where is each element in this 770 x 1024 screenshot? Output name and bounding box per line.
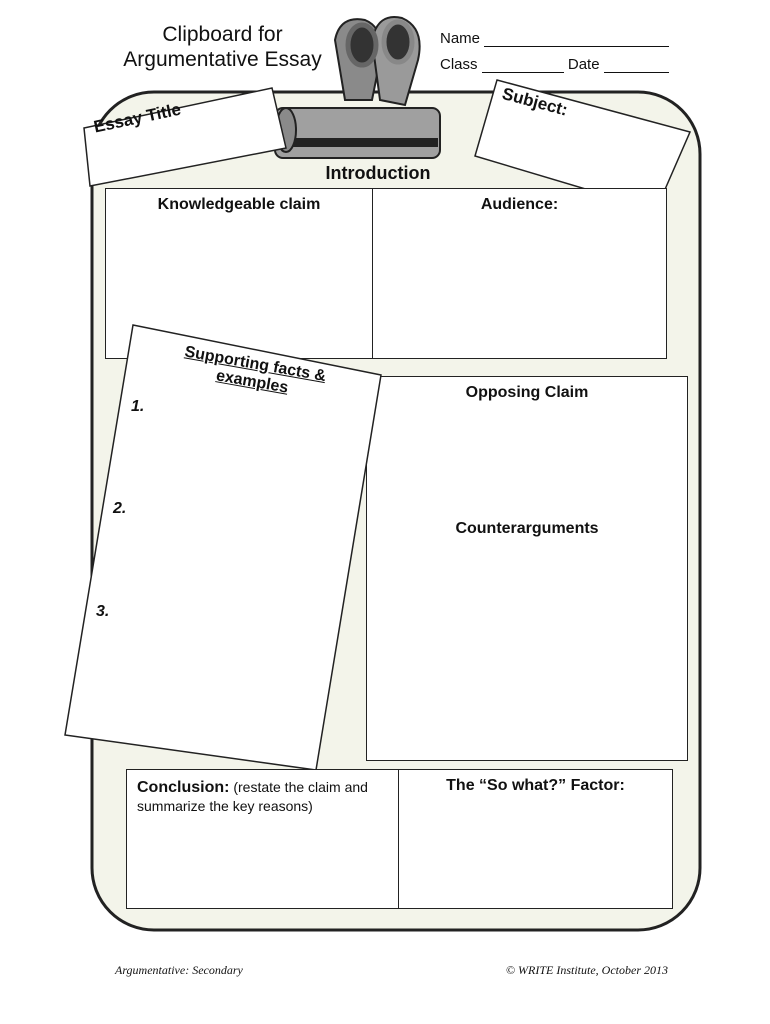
footer-left: Argumentative: Secondary (115, 963, 243, 977)
essay-title-card (83, 87, 287, 187)
clip-icon (274, 16, 441, 159)
supporting-item-2[interactable]: 2. (113, 500, 127, 517)
supporting-item-1[interactable]: 1. (131, 398, 145, 415)
so-what-box[interactable]: The “So what?” Factor: (398, 769, 673, 909)
introduction-heading: Introduction (325, 163, 431, 183)
class-date-fields[interactable]: Class Date (440, 56, 669, 73)
supporting-item-3[interactable]: 3. (96, 603, 110, 620)
conclusion-box[interactable]: Conclusion: (restate the claim and summa… (126, 769, 400, 909)
footer-right: © WRITE Institute, October 2013 (505, 963, 668, 977)
worksheet-title: Clipboard for Argumentative Essay (123, 23, 322, 71)
knowledgeable-claim-box[interactable]: Knowledgeable claim (105, 188, 373, 359)
name-field[interactable]: Name (440, 30, 670, 47)
opposing-claim-box[interactable]: Opposing Claim Counterarguments (366, 376, 688, 761)
audience-box[interactable]: Audience: (372, 188, 667, 359)
